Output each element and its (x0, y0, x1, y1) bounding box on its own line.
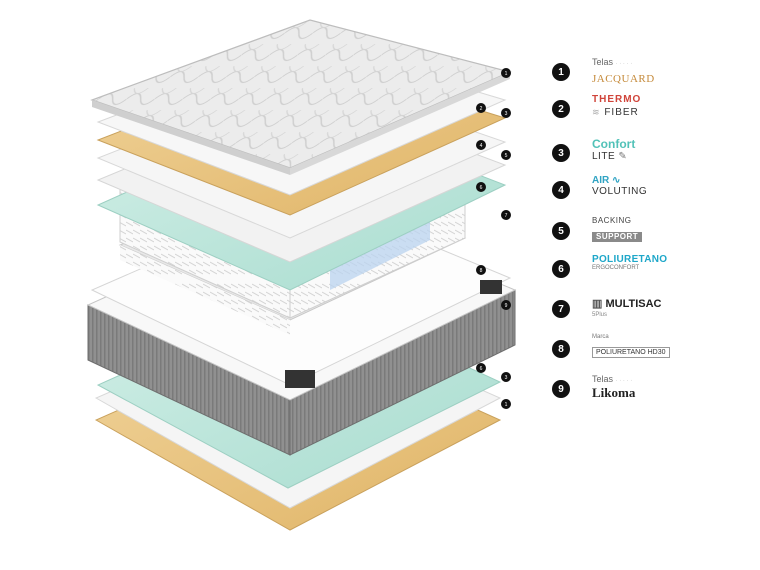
logo-telas-likoma: Telas · · · · · Likoma (592, 374, 636, 400)
callout-label: 4 (480, 143, 483, 149)
callout-2 (476, 103, 486, 113)
legend-item-6: 6 POLIURETANO ERGOCONFORT (552, 254, 667, 284)
brand-label (285, 370, 315, 388)
legend-item-7: 7 ▥ MULTISAC 5Plus (552, 294, 661, 324)
legend-number: 2 (552, 100, 570, 118)
callout-6-bottom (476, 363, 486, 373)
legend-number: 6 (552, 260, 570, 278)
callout-9 (501, 300, 511, 310)
callout-3-bottom (501, 372, 511, 382)
logo-thermo-fiber: THERMO ≋ FIBER (592, 94, 642, 118)
logo-poliuretano-hd30: Marca POLIURETANO HD30 (592, 334, 722, 364)
callout-markers (476, 68, 511, 409)
logo-backing-support: BACKING SUPPORT (592, 216, 722, 246)
callout-3 (501, 108, 511, 118)
logo-poliuretano-ergoconfort: POLIURETANO ERGOCONFORT (592, 254, 668, 271)
logo-multisac: ▥ MULTISAC 5Plus (592, 298, 662, 318)
feather-icon: ✎ (618, 151, 628, 162)
legend-number: 1 (552, 63, 570, 81)
callout-8 (476, 265, 486, 275)
legend-number: 3 (552, 144, 570, 162)
callout-label: 1 (505, 71, 508, 77)
springs-icon: ▥ (592, 298, 603, 310)
callout-label: 6 (480, 366, 483, 372)
logo-telas-jacquard: Telas · · · · · JACQUARD (592, 57, 655, 85)
brand-label-side (480, 280, 502, 294)
logo-air-voluting: AIR ∿ VOLUTING (592, 175, 648, 197)
callout-label: 6 (480, 185, 483, 191)
legend-number: 9 (552, 380, 570, 398)
callout-7 (501, 210, 511, 220)
callout-1-bottom (501, 399, 511, 409)
callout-5 (501, 150, 511, 160)
callout-label: 1 (505, 402, 508, 408)
legend-item-2: 2 THERMO ≋ FIBER (552, 94, 640, 124)
legend-number: 8 (552, 340, 570, 358)
legend-number: 7 (552, 300, 570, 318)
legend-item-1: 1 Telas · · · · · JACQUARD (552, 57, 654, 87)
callout-4 (476, 140, 486, 150)
callout-label: 7 (505, 213, 508, 219)
legend-number: 4 (552, 181, 570, 199)
callout-label: 5 (505, 153, 508, 159)
callout-1 (501, 68, 511, 78)
callout-6 (476, 182, 486, 192)
callout-label: 8 (480, 268, 483, 274)
logo-confort-lite: Confort LITE ✎ (592, 137, 636, 163)
legend-item-4: 4 AIR ∿ VOLUTING (552, 175, 647, 205)
legend-item-9: 9 Telas · · · · · Likoma (552, 374, 635, 404)
callout-label: 3 (505, 375, 508, 381)
legend-item-3: 3 Confort LITE ✎ (552, 138, 635, 168)
waves-icon: ≋ (592, 107, 601, 117)
quilted-top-layer-1 (90, 19, 512, 175)
legend-number: 5 (552, 222, 570, 240)
legend-item-8: 8 Marca POLIURETANO HD30 (552, 334, 670, 364)
legend-item-5: 5 BACKING SUPPORT (552, 216, 643, 246)
callout-label: 2 (480, 106, 483, 112)
callout-label: 9 (505, 303, 508, 309)
callout-label: 3 (505, 111, 508, 117)
air-swirl-icon: ∿ (612, 175, 621, 186)
